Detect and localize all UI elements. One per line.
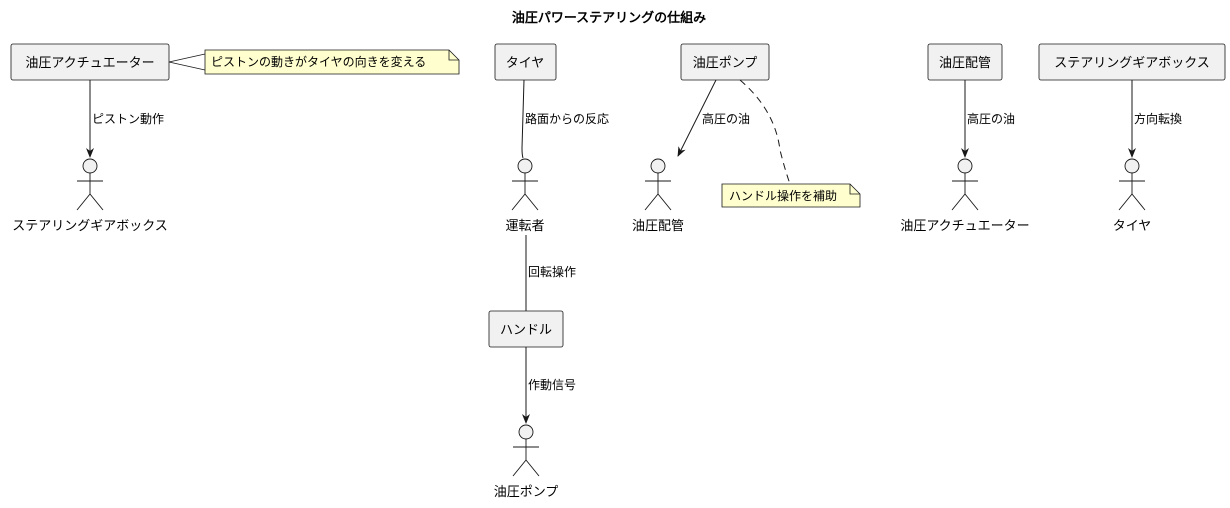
component-handle: ハンドル: [488, 310, 564, 348]
actor-pump-label: 油圧ポンプ: [494, 485, 559, 500]
component-pipe-label: 油圧配管: [939, 56, 991, 71]
component-handle-label: ハンドル: [500, 323, 552, 338]
edge-high-pressure-oil-1-label: 高圧の油: [702, 111, 750, 126]
edge-road-feedback: 路面からの反応: [521, 79, 609, 159]
edge-rotation-label: 回転操作: [528, 264, 576, 279]
component-pump-label: 油圧ポンプ: [693, 56, 758, 71]
edge-piston-motion: ピストン動作: [86, 80, 164, 158]
actor-actuator: 油圧アクチュエーター: [900, 158, 1030, 234]
edge-steering-conversion: 方向転換: [1128, 80, 1182, 158]
edge-road-feedback-label: 路面からの反応: [525, 111, 609, 126]
actor-pipe-label: 油圧配管: [632, 219, 684, 234]
edge-high-pressure-oil-2: 高圧の油: [961, 80, 1015, 158]
actor-pipe: 油圧配管: [632, 158, 684, 234]
component-pump: 油圧ポンプ: [680, 43, 770, 81]
edge-operation-signal: 作動信号: [522, 347, 576, 424]
actor-tire: タイヤ: [1113, 158, 1152, 234]
edge-high-pressure-oil-1: 高圧の油: [677, 79, 750, 157]
component-tire: タイヤ: [494, 43, 557, 81]
edge-rotation: 回転操作: [525, 235, 576, 311]
actor-gearbox: ステアリングギアボックス: [12, 158, 168, 234]
actor-driver-label: 運転者: [505, 219, 544, 234]
note-assist-text: ハンドル操作を補助: [729, 188, 837, 203]
actor-actuator-label: 油圧アクチュエーター: [900, 219, 1029, 234]
actor-driver: 運転者: [505, 158, 545, 234]
note-piston: ピストンの動きがタイヤの向きを変える: [168, 49, 460, 75]
component-pipe: 油圧配管: [927, 43, 1003, 81]
edge-high-pressure-oil-2-label: 高圧の油: [967, 111, 1015, 126]
component-tire-label: タイヤ: [506, 56, 545, 71]
component-gearbox-label: ステアリングギアボックス: [1054, 56, 1210, 71]
component-actuator: 油圧アクチュエーター: [10, 43, 170, 81]
edge-operation-signal-label: 作動信号: [528, 378, 576, 392]
actor-pump: 油圧ポンプ: [494, 424, 559, 500]
note-piston-text: ピストンの動きがタイヤの向きを変える: [211, 54, 426, 69]
diagram-title: 油圧パワーステアリングの仕組み: [512, 10, 706, 26]
edge-pump-note-link: [739, 79, 791, 185]
edge-piston-motion-label: ピストン動作: [92, 112, 164, 126]
actor-gearbox-label: ステアリングギアボックス: [12, 219, 168, 234]
note-assist: ハンドル操作を補助: [721, 183, 861, 208]
actor-tire-label: タイヤ: [1113, 219, 1152, 234]
component-gearbox: ステアリングギアボックス: [1038, 43, 1226, 81]
component-actuator-label: 油圧アクチュエーター: [25, 56, 154, 71]
edge-steering-conversion-label: 方向転換: [1134, 111, 1182, 126]
